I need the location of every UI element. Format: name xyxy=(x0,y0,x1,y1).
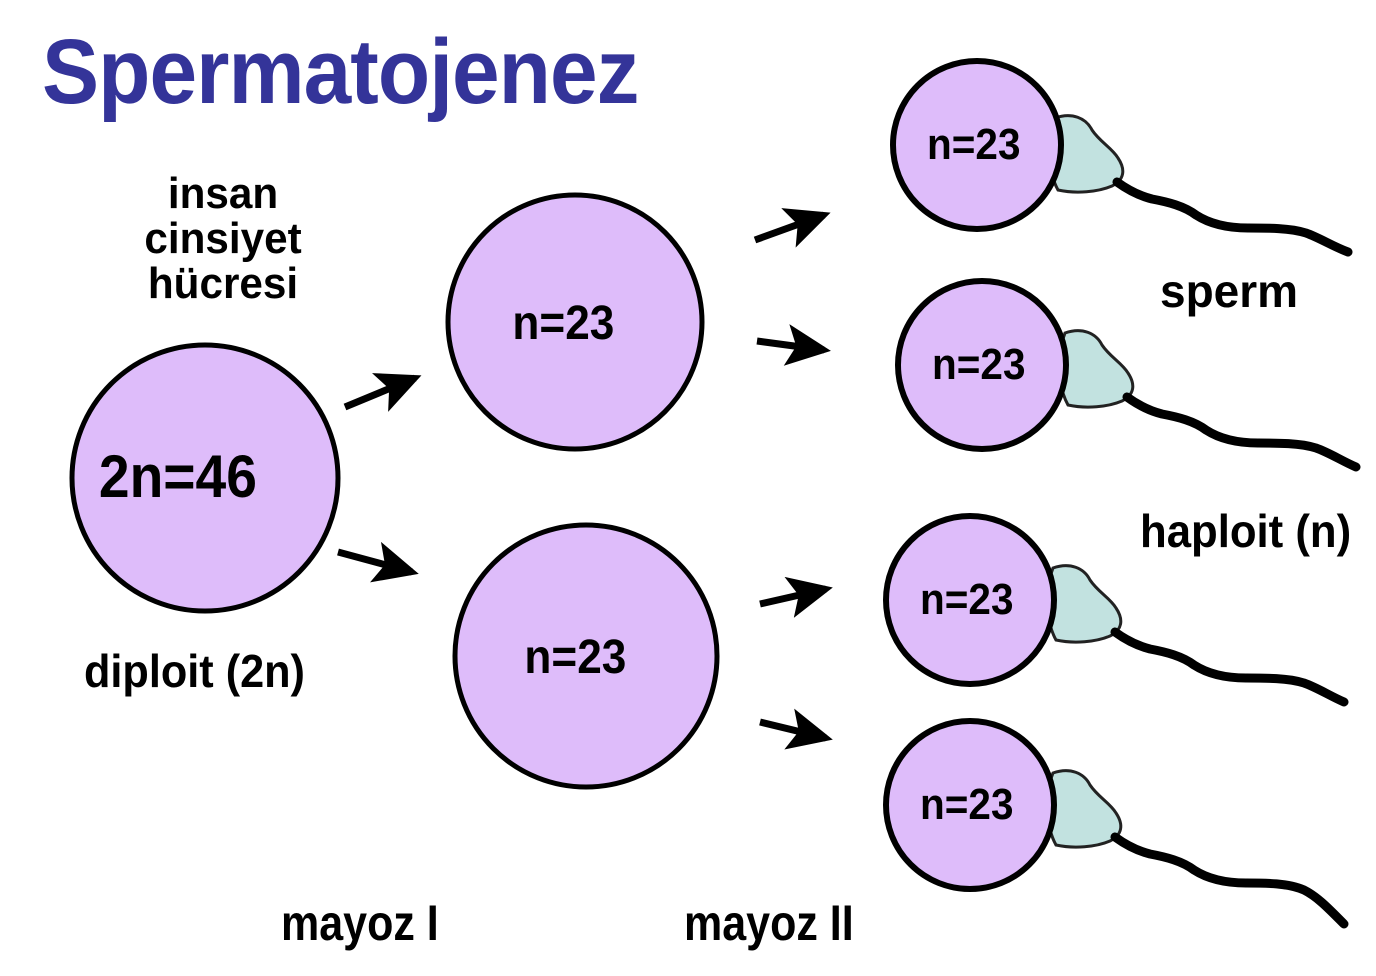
sperm-cell-4 xyxy=(883,718,1349,929)
sperm-midpiece-3 xyxy=(1045,564,1123,644)
sperm-cell-3 xyxy=(883,513,1349,707)
arrow-meiosis1-lower xyxy=(337,541,419,583)
sperm-cell-1 xyxy=(890,58,1353,257)
sperm-cell-2 xyxy=(895,278,1361,472)
label-sperm: sperm xyxy=(1160,265,1299,317)
sperm-tail-2 xyxy=(1122,392,1361,472)
cell-secondary-spermatocyte-2 xyxy=(452,522,720,790)
arrow-meiosis1-upper xyxy=(343,373,422,412)
sperm-head-3 xyxy=(883,513,1057,687)
sperm-midpiece-2 xyxy=(1057,329,1135,409)
cell-label-spermatid-3: n=23 xyxy=(920,575,1014,624)
sperm-head-2 xyxy=(895,278,1069,452)
sperm-midpiece-4 xyxy=(1045,769,1123,849)
cell-label-secondary-2: n=23 xyxy=(524,631,627,684)
label-meiosis-2: mayoz II xyxy=(684,895,854,951)
label-origin-cell: insan cinsiyet hücresi xyxy=(144,169,302,308)
label-diploid: diploit (2n) xyxy=(84,645,305,697)
sperm-head-1 xyxy=(890,58,1064,232)
cell-label-secondary-1: n=23 xyxy=(512,297,615,350)
arrow-meiosis2-4 xyxy=(759,708,833,750)
cell-label-spermatid-1: n=23 xyxy=(927,120,1021,169)
page-title: Spermatojenez xyxy=(42,21,639,123)
sperm-head-4 xyxy=(883,718,1057,892)
arrow-meiosis2-1 xyxy=(753,208,831,248)
label-haploid: haploit (n) xyxy=(1140,505,1352,557)
cell-label-primary: 2n=46 xyxy=(98,443,257,510)
cell-primary-spermatocyte xyxy=(69,342,341,614)
cell-label-spermatid-4: n=23 xyxy=(920,780,1014,829)
sperm-tail-4 xyxy=(1110,832,1349,929)
arrow-meiosis2-3 xyxy=(759,576,833,618)
label-meiosis-1: mayoz I xyxy=(281,895,439,951)
sperm-tail-1 xyxy=(1112,177,1353,257)
arrow-meiosis2-2 xyxy=(756,324,831,366)
cell-label-spermatid-2: n=23 xyxy=(932,340,1026,389)
sperm-tail-3 xyxy=(1110,627,1349,707)
cell-secondary-spermatocyte-1 xyxy=(445,192,705,452)
